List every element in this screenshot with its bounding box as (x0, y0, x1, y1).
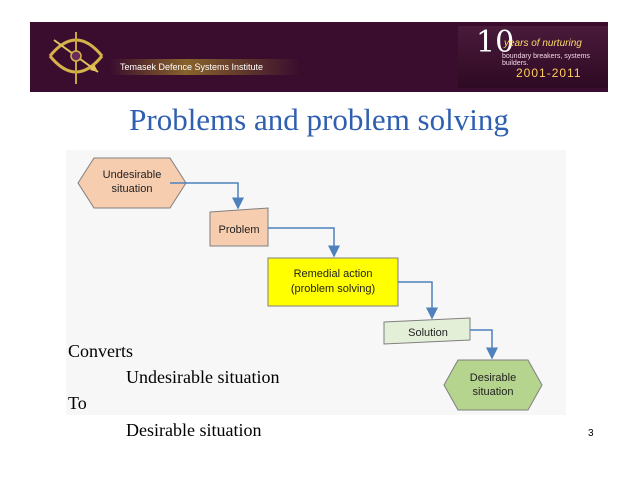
remedial-action-node: Remedial action (problem solving) (267, 257, 399, 307)
anniversary-badge: 10 years of nurturing boundary breakers,… (458, 26, 608, 88)
anniversary-tagline: boundary breakers, systems builders. (502, 53, 590, 67)
arrow-solution-to-desirable (470, 329, 498, 360)
converts-text: Converts (68, 341, 133, 361)
from-situation-text: Undesirable situation (126, 367, 280, 387)
remedial-label-line2: (problem solving) (291, 283, 375, 295)
problem-solving-flow-diagram: Undesirable situation Problem Remedial a… (66, 150, 566, 415)
slide-title: Problems and problem solving (129, 102, 509, 137)
to-text: To (68, 393, 87, 413)
bow-and-arrow-logo-icon (48, 32, 104, 84)
anniversary-ten: 10 (476, 25, 515, 60)
header-banner: Temasek Defence Systems Institute 10 yea… (30, 22, 608, 92)
arrow-remedial-to-solution (398, 281, 438, 320)
page-number: 3 (588, 428, 594, 439)
solution-node: Solution (383, 317, 471, 345)
remedial-label-line1: Remedial action (294, 268, 373, 280)
target-situation-text: Desirable situation (126, 420, 262, 440)
undesirable-situation-node: Undesirable situation (77, 157, 187, 209)
problem-label: Problem (219, 224, 260, 236)
anniversary-years-text: years of nurturing (504, 38, 582, 49)
anniversary-year-range: 2001-2011 (516, 66, 582, 80)
desirable-line2: situation (473, 386, 514, 398)
undesirable-line1: Undesirable (103, 169, 162, 181)
institute-name: Temasek Defence Systems Institute (110, 59, 300, 75)
desirable-situation-node: Desirable situation (443, 359, 543, 411)
arrow-undesirable-to-problem (170, 182, 244, 210)
desirable-line1: Desirable (470, 372, 516, 384)
solution-label: Solution (408, 327, 448, 339)
undesirable-line2: situation (112, 183, 153, 195)
arrow-problem-to-remedial (268, 227, 340, 258)
problem-node: Problem (209, 207, 269, 247)
